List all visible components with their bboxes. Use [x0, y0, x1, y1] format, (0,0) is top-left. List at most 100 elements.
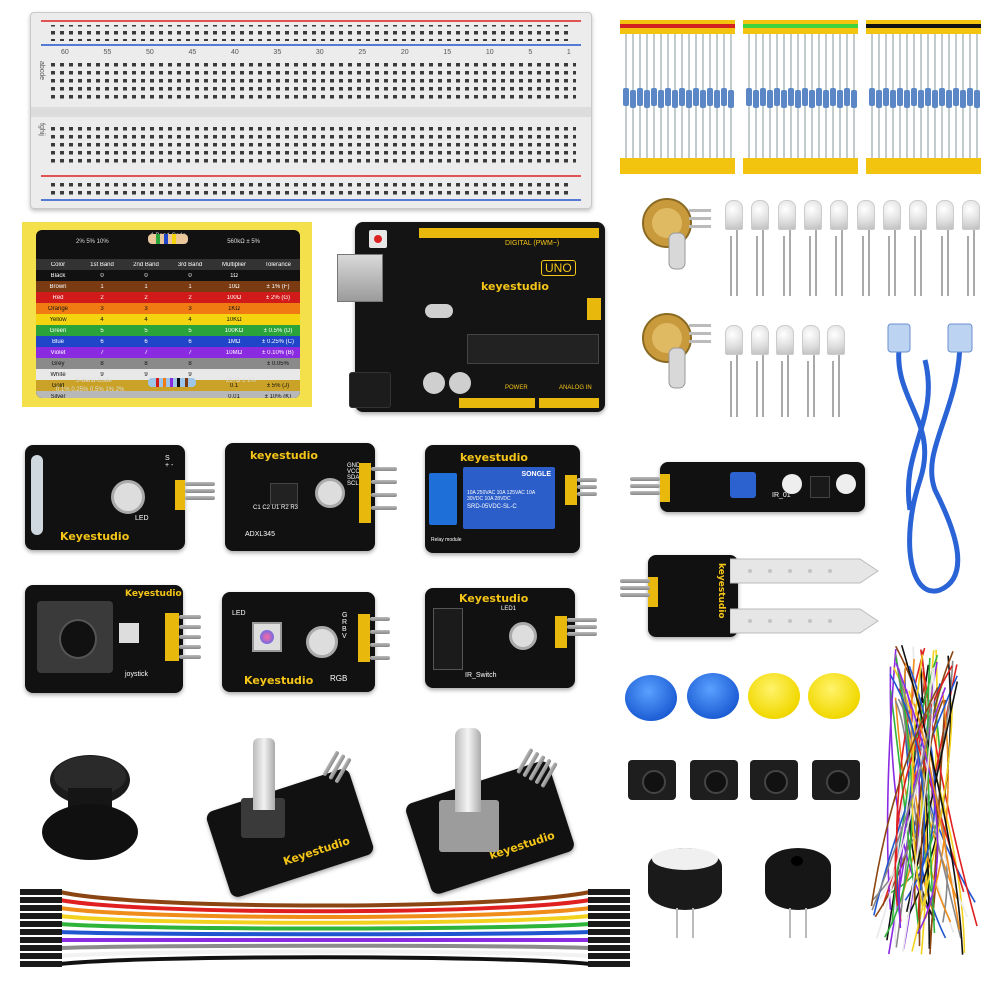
encoder-1-brand: Keyestudio — [281, 834, 352, 869]
ribbon-wire — [59, 906, 591, 919]
mount-hole — [836, 474, 856, 494]
row-number: 5 — [528, 49, 533, 56]
uno-badge: UNO — [541, 260, 576, 276]
dupont-connector — [20, 929, 62, 935]
jumper-wire — [884, 657, 913, 938]
ir-obstacle-module: Keyestudio LED1 IR_Switch — [425, 588, 597, 688]
header-pins — [620, 579, 650, 597]
ir-sensor — [810, 476, 830, 498]
mount-hole — [111, 480, 145, 514]
rgb-pins-label: G R B V — [342, 612, 348, 640]
led — [882, 200, 901, 300]
line-tracker-label: IR_01 — [772, 492, 791, 499]
table-cell: 3 — [144, 305, 148, 312]
row-number: 1 — [566, 49, 571, 56]
card-five-band-resistor-icon — [148, 378, 196, 387]
adxl345-parts: C1 C2 U1 R2 R3 — [253, 505, 299, 511]
jumper-wire — [900, 644, 964, 955]
dupont-connector — [20, 937, 62, 943]
pin-header — [648, 577, 658, 607]
dupont-connector — [588, 913, 630, 919]
table-cell: 7 — [188, 349, 192, 356]
table-cell: Green — [49, 327, 67, 334]
joystick-knob — [59, 619, 97, 659]
header-pins — [630, 477, 660, 495]
table-cell: Brown — [49, 283, 67, 290]
usb-cable — [880, 320, 980, 610]
table-header: 3rd Band — [177, 261, 203, 268]
digital-header — [419, 228, 599, 238]
table-cell: 100Ω — [226, 294, 242, 301]
card-five-band-tolerance: 0.1% 0.25% 0.5% 1% 2% — [56, 387, 125, 393]
table-cell: 9 — [144, 371, 148, 378]
joystick-cap — [40, 750, 140, 865]
rgb-led-chip — [252, 622, 282, 652]
ir-switch-label: IR_Switch — [465, 672, 497, 679]
pin-header — [359, 463, 371, 523]
breadboard-letters-bottom: fghij — [38, 123, 45, 136]
pin-header — [358, 614, 370, 662]
adxl345-chip — [270, 483, 298, 505]
table-cell: 10Ω — [228, 283, 240, 290]
table-cell: ± 0.25% (C) — [262, 338, 294, 345]
table-cell: 100KΩ — [224, 327, 244, 334]
table-cell: Red — [52, 294, 64, 301]
dupont-connector — [588, 945, 630, 951]
table-cell: Violet — [50, 349, 66, 356]
mount-hole — [509, 622, 537, 650]
mount-hole — [315, 478, 345, 508]
resistor-bundle-green — [743, 20, 858, 175]
adxl345-pins-label: GND VCC SDA SCL — [347, 463, 361, 487]
header-pins — [370, 617, 390, 660]
joystick-module: joystick Keyestudio — [25, 585, 201, 693]
dupont-connector — [20, 953, 62, 959]
jumper-wire — [889, 690, 921, 939]
jumper-wire — [927, 657, 936, 934]
led — [777, 200, 796, 300]
card-resistor-icon — [148, 234, 188, 244]
analog-header — [539, 398, 599, 408]
jumper-wire — [871, 699, 932, 911]
card-five-band-title: 5-Band-Code — [76, 378, 112, 384]
table-cell: 5 — [144, 327, 148, 334]
active-buzzer — [648, 848, 728, 943]
dupont-connector — [20, 961, 62, 967]
table-cell: 9 — [100, 371, 104, 378]
pin-header — [555, 616, 567, 648]
tactile-switch — [628, 760, 678, 808]
table-cell: Gold — [51, 382, 65, 389]
resistor-bundle-black — [866, 20, 981, 175]
table-header: Multiplier — [221, 261, 246, 268]
jumper-wire — [910, 658, 952, 923]
table-cell: White — [50, 371, 66, 378]
line-tracking-module: IR_01 — [630, 462, 865, 512]
table-cell: ± 1% (F) — [266, 283, 290, 290]
card-five-band-example: 237Ω ± 1% — [226, 378, 256, 384]
table-cell: 3 — [188, 305, 192, 312]
pin-header — [660, 474, 670, 502]
row-number: 25 — [358, 49, 367, 56]
breadboard-numbers-top: 60 55 50 45 40 35 30 25 20 15 10 5 1 — [61, 49, 571, 56]
led — [803, 200, 822, 300]
breadboard-holes — [31, 20, 591, 201]
row-number: 15 — [443, 49, 452, 56]
table-cell: Silver — [50, 393, 66, 399]
button-cap-yellow — [748, 673, 800, 719]
reset-button — [369, 230, 387, 248]
dupont-connector — [588, 929, 630, 935]
row-number: 35 — [273, 49, 282, 56]
encoder-1-shaft — [253, 738, 275, 810]
rotary-encoder-module-2: keyestudio — [403, 722, 580, 896]
table-cell: 2 — [188, 294, 192, 301]
led-row-2 — [725, 325, 845, 420]
table-cell: 0.01 — [228, 393, 240, 399]
uno-board: DIGITAL (PWM~) UNO keyestudio POWER ANAL… — [337, 222, 605, 412]
jumper-wire — [894, 665, 953, 906]
passive-buzzer — [765, 848, 835, 943]
header-pins — [577, 478, 597, 496]
